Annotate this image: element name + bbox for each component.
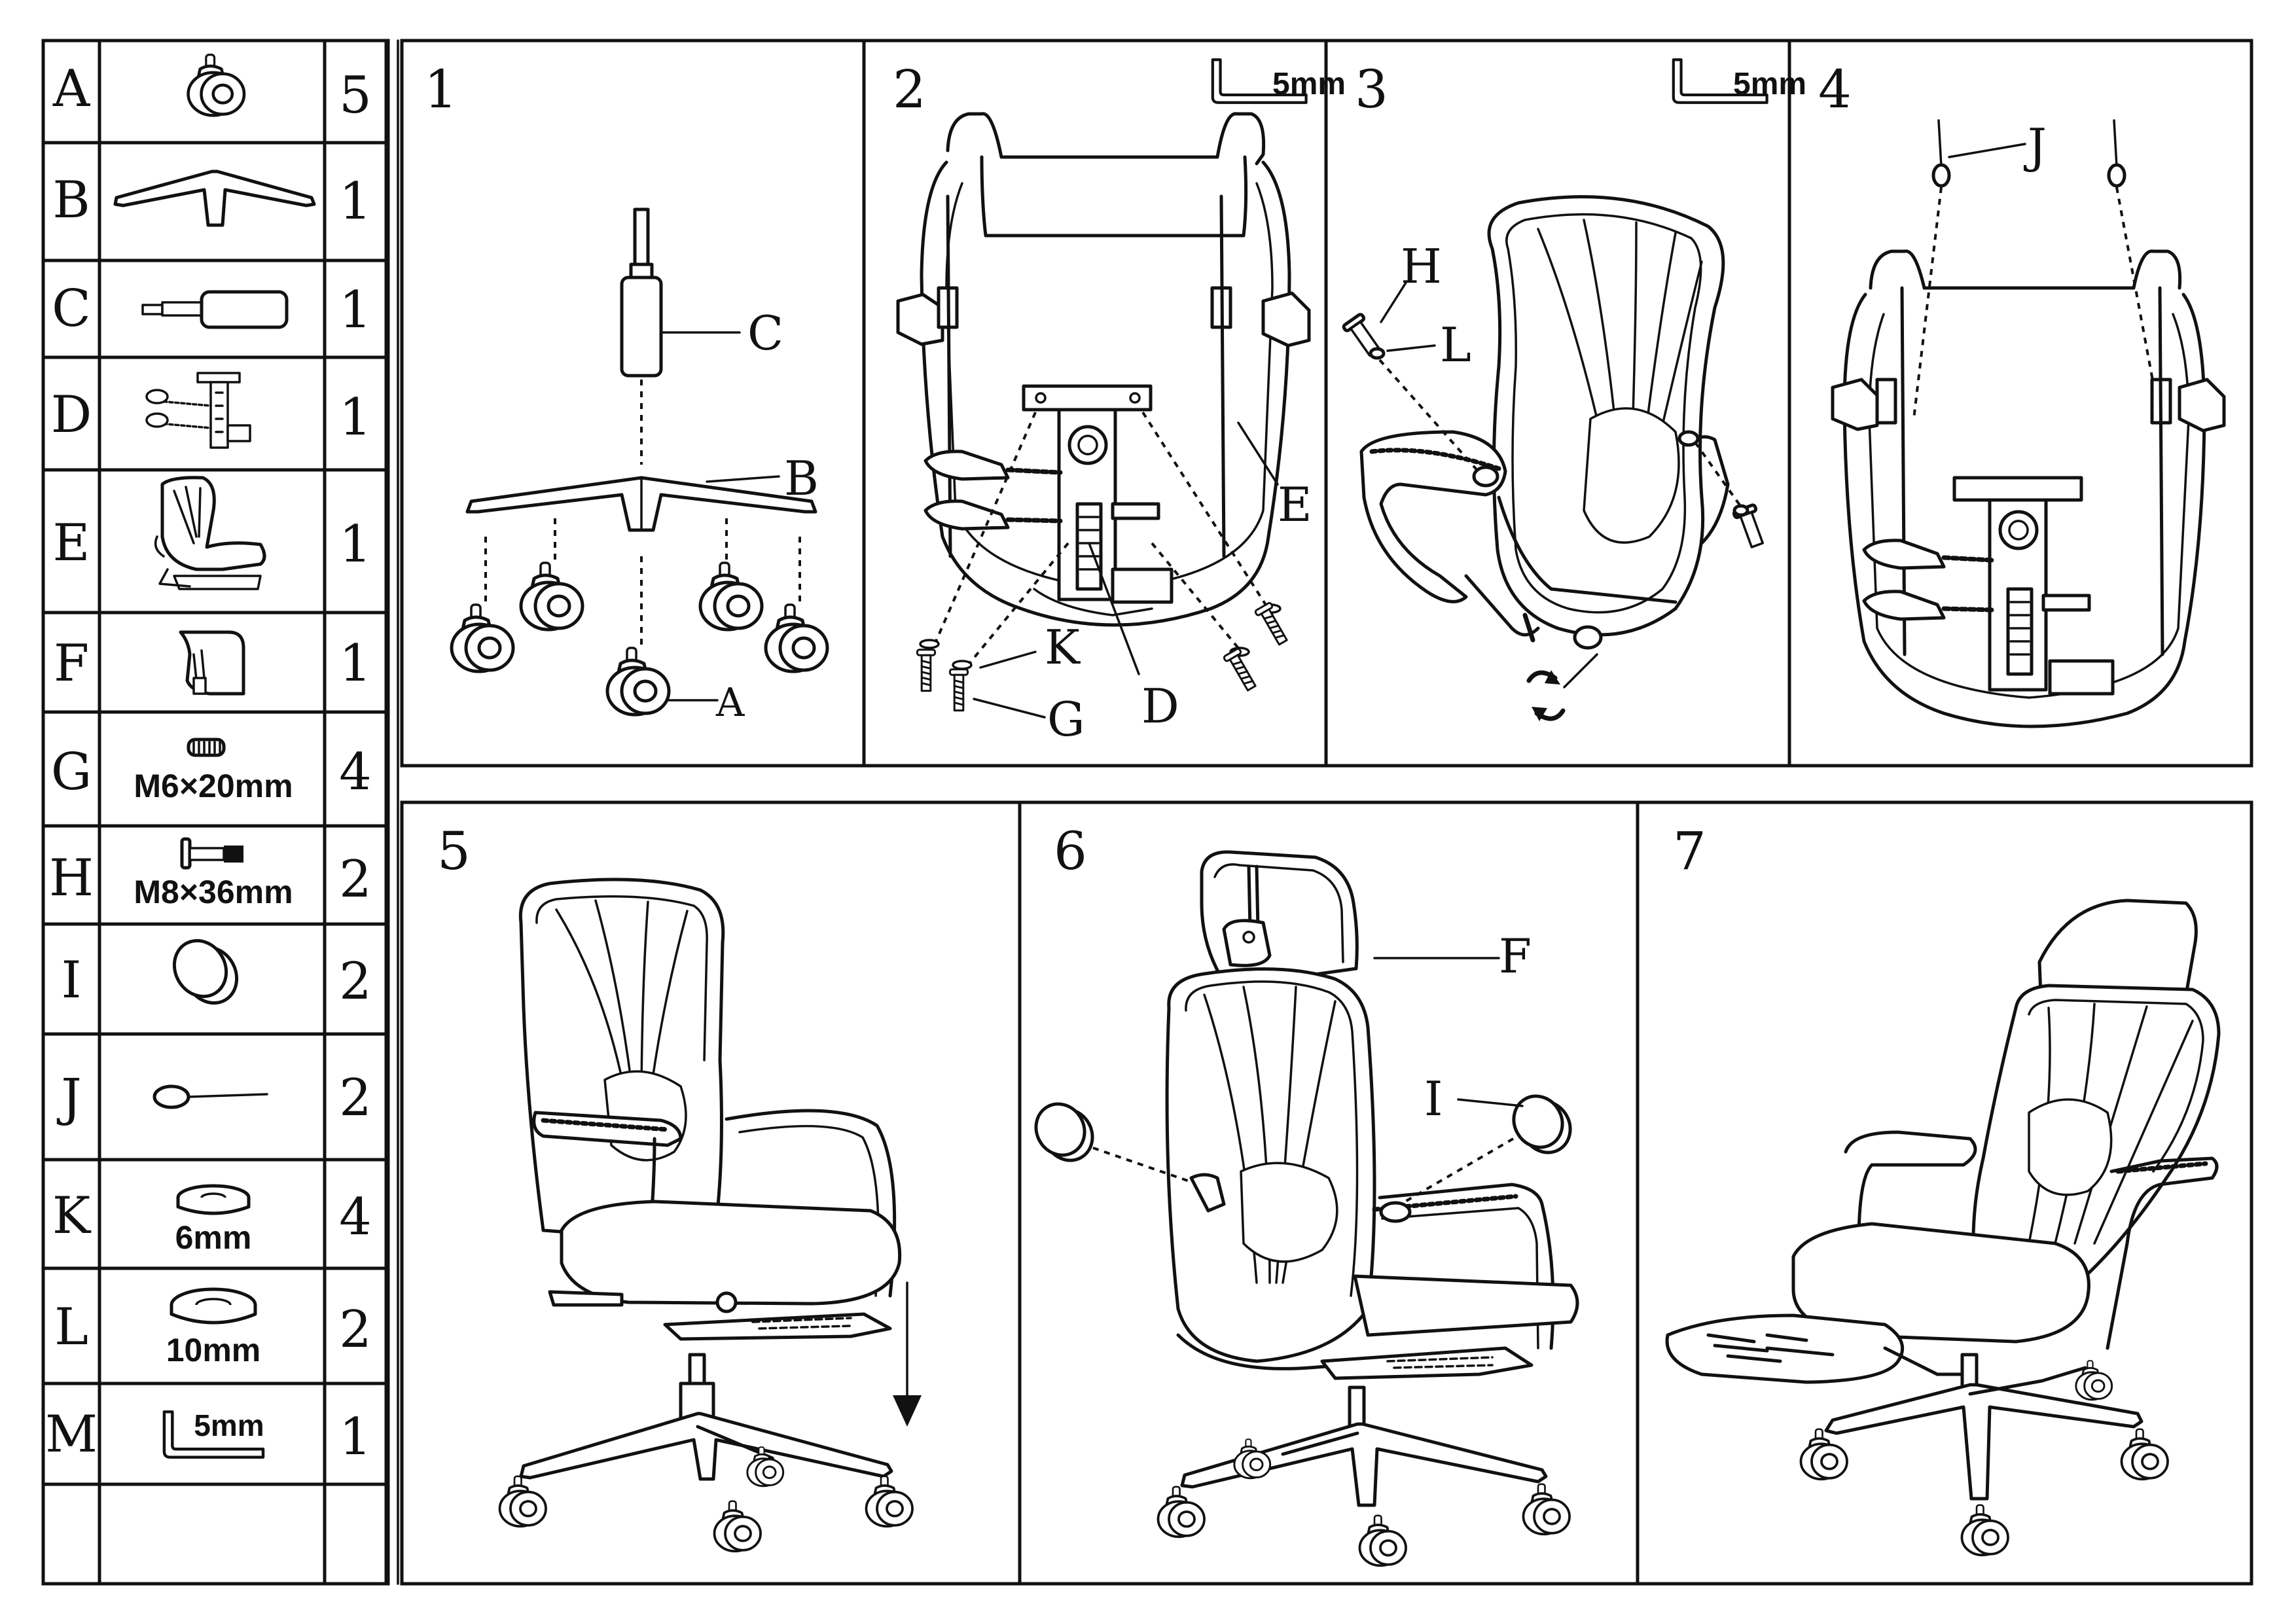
step-number: 6 [1054, 821, 1087, 882]
part-letter: G [51, 743, 92, 802]
step-number: 5 [437, 821, 471, 882]
part-qty: 5 [339, 66, 372, 125]
part-qty: 1 [339, 172, 372, 231]
part-letter: L [54, 1298, 88, 1357]
washer-spec: 6mm [175, 1219, 252, 1256]
callout-label: A [715, 680, 745, 726]
washer-icon [170, 1287, 257, 1325]
part-letter: A [52, 60, 91, 118]
screw-spec: M6×20mm [134, 768, 293, 804]
callout-label: F [1499, 929, 1532, 984]
chair-base-icon [113, 169, 316, 227]
step-3-illustration [1342, 60, 1768, 721]
tool-size: 5mm [1272, 67, 1346, 101]
step-6-illustration [1034, 850, 1579, 1567]
caster-wheel-icon [188, 55, 244, 116]
part-letter: C [52, 279, 91, 338]
step-5-illustration [498, 878, 922, 1553]
seat-backrest-icon [154, 476, 266, 590]
part-qty: 1 [339, 634, 372, 693]
part-qty: 2 [339, 952, 372, 1011]
part-letter: F [54, 634, 89, 693]
part-qty: 1 [339, 1408, 372, 1467]
callout-label: I [1424, 1071, 1443, 1126]
part-qty: 1 [339, 388, 372, 447]
callout-label: C [747, 306, 783, 361]
part-letter: B [52, 171, 90, 230]
part-qty: 2 [339, 1300, 372, 1359]
part-qty: 1 [339, 515, 372, 574]
callout-label: J [2023, 118, 2047, 173]
step-4-illustration [1831, 119, 2226, 728]
part-letter: H [49, 849, 94, 908]
step-number: 2 [893, 59, 926, 120]
pin-icon [152, 1084, 268, 1109]
part-qty: 4 [339, 743, 372, 802]
cover-cap-icon [172, 938, 239, 1005]
part-letter: M [45, 1405, 98, 1464]
callout-label: L [1440, 317, 1471, 372]
part-qty: 2 [339, 1069, 372, 1128]
screw-icon [187, 738, 226, 757]
step-number: 3 [1355, 59, 1388, 120]
steps-top-row [400, 39, 2253, 768]
step-number: 1 [424, 59, 457, 120]
steps-bottom-row [400, 800, 2253, 1586]
bolt-icon [180, 837, 243, 870]
callout-label: G [1047, 692, 1085, 747]
headrest-icon [179, 630, 245, 696]
step-1-illustration [452, 207, 827, 715]
parts-list-table [41, 39, 399, 1586]
part-letter: I [62, 951, 82, 1010]
part-letter: D [51, 385, 92, 444]
step-number: 7 [1673, 821, 1706, 882]
part-qty: 2 [339, 850, 372, 909]
callout-label: D [1141, 679, 1179, 734]
washer-spec: 10mm [166, 1332, 261, 1368]
step-7-illustration [1665, 899, 2221, 1557]
callout-label: H [1401, 239, 1442, 294]
callout-label: K [1045, 620, 1081, 675]
part-qty: 4 [339, 1188, 372, 1247]
part-letter: E [53, 514, 90, 573]
part-qty: 1 [339, 281, 372, 340]
tool-size: 5mm [1733, 67, 1806, 101]
allen-key-spec: 5mm [194, 1408, 264, 1442]
step-number: 4 [1818, 59, 1852, 120]
callout-label: B [784, 451, 819, 506]
part-letter: K [52, 1186, 92, 1245]
callout-label: E [1278, 477, 1312, 532]
bolt-spec: M8×36mm [134, 874, 293, 910]
washer-icon [176, 1184, 251, 1215]
step-2-illustration [896, 60, 1311, 719]
seat-mechanism-icon [145, 372, 251, 449]
gas-cylinder-icon [141, 290, 289, 329]
part-letter: J [56, 1069, 81, 1128]
